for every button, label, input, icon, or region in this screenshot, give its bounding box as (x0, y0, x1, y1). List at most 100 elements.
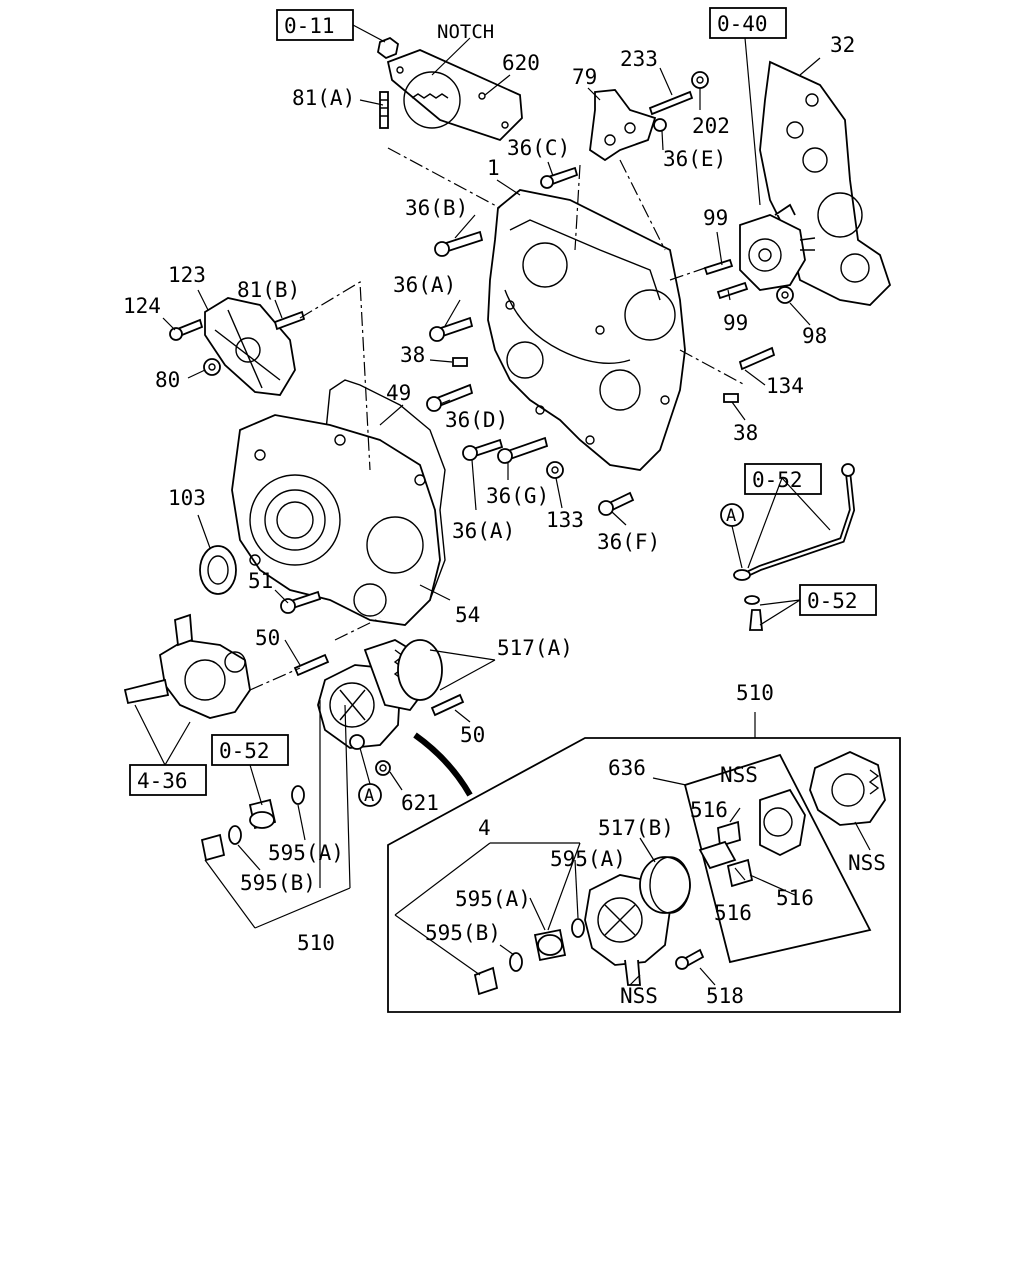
label-50-left: 50 (255, 626, 280, 650)
ref-label: 0-52 (219, 739, 270, 763)
label-202: 202 (692, 114, 730, 138)
label-98: 98 (802, 324, 827, 348)
inset-bolt-518 (675, 948, 705, 970)
ref-label: 0-40 (717, 12, 768, 36)
bracket-79 (589, 89, 657, 162)
nut-202 (691, 71, 709, 89)
bolt-124 (169, 318, 204, 341)
ref-box-0-40[interactable]: 0-40 (709, 7, 787, 39)
inset-frame-510 (387, 737, 901, 1013)
label-38-right: 38 (733, 421, 758, 445)
label-1: 1 (487, 156, 500, 180)
marker-label: A (364, 786, 374, 806)
bolt-36f (598, 491, 635, 516)
vacuum-pump-510 (317, 639, 443, 750)
label-79: 79 (572, 65, 597, 89)
label-516-a: 516 (690, 798, 728, 822)
label-123: 123 (168, 263, 206, 287)
label-4: 4 (478, 816, 491, 840)
inset-oring-517b (649, 856, 691, 914)
label-36g: 36(G) (486, 484, 549, 508)
ref-label: 4-36 (137, 769, 188, 793)
ref-box-0-52-bolt[interactable]: 0-52 (799, 584, 877, 616)
nut-80 (203, 358, 221, 376)
label-49: 49 (386, 381, 411, 405)
bolt-621 (375, 760, 391, 776)
label-36f: 36(F) (597, 530, 660, 554)
label-233: 233 (620, 47, 658, 71)
nut-133 (546, 461, 564, 479)
stud-81b (273, 310, 306, 331)
bolt-36e (653, 118, 667, 132)
label-636: 636 (608, 756, 646, 780)
label-516-c: 516 (714, 901, 752, 925)
inset-vane-516-c (726, 858, 754, 888)
label-32: 32 (830, 33, 855, 57)
washer-595a-left (291, 785, 305, 805)
circle-marker-a-left: A (358, 783, 382, 807)
alignment-lines (249, 147, 746, 691)
pin-38-right (723, 393, 739, 403)
inset-washer-595a (571, 918, 585, 938)
label-80: 80 (155, 368, 180, 392)
circle-marker-a-right: A (720, 503, 744, 527)
stud-50-right (430, 693, 465, 717)
label-133: 133 (546, 508, 584, 532)
front-housing-54 (231, 414, 441, 626)
hose (413, 732, 473, 797)
label-510-left: 510 (297, 931, 335, 955)
inset-fitting (533, 928, 567, 962)
nut-98 (776, 286, 794, 304)
label-124: 124 (123, 294, 161, 318)
bolt-36a-mid (462, 438, 504, 461)
washer-595b-left (228, 825, 242, 845)
timing-case-1 (487, 189, 686, 471)
ref-label: 0-52 (807, 589, 858, 613)
label-notch: NOTCH (437, 21, 494, 43)
bolt-36d (426, 383, 474, 412)
inset-rotor (759, 788, 806, 857)
ref-label: 0-52 (752, 468, 803, 492)
inset-frame-636 (683, 753, 872, 964)
marker-label: A (726, 506, 736, 526)
oil-seal-103 (199, 545, 237, 595)
label-36c: 36(C) (507, 136, 570, 160)
label-81b: 81(B) (237, 278, 300, 302)
stud-134 (738, 346, 776, 371)
label-517a: 517(A) (497, 636, 573, 660)
label-36b: 36(B) (405, 196, 468, 220)
inset-rotor-nss (809, 751, 886, 826)
label-595b-left: 595(B) (240, 871, 316, 895)
plug-left (200, 833, 226, 862)
pipe-0-52 (733, 463, 856, 581)
label-518: 518 (706, 984, 744, 1008)
label-81a: 81(A) (292, 86, 355, 110)
label-517b: 517(B) (598, 816, 674, 840)
label-nss-bottom: NSS (620, 984, 658, 1008)
label-595a-inset: 595(A) (550, 847, 626, 871)
label-36a-mid: 36(A) (452, 519, 515, 543)
ref-box-0-11[interactable]: 0-11 (276, 9, 354, 41)
inset-vane-516-a (717, 820, 741, 848)
bolt-36g (497, 436, 549, 464)
vacuum-pump-left (123, 613, 251, 719)
ref-box-4-36[interactable]: 4-36 (129, 764, 207, 796)
cover-123 (204, 297, 296, 396)
label-50-right: 50 (460, 723, 485, 747)
fuel-pump-assembly (739, 203, 816, 291)
bolt-36b (434, 230, 484, 257)
label-595a-inset-2: 595(A) (455, 887, 531, 911)
label-51: 51 (248, 569, 273, 593)
label-103: 103 (168, 486, 206, 510)
inset-pump-body (584, 856, 691, 986)
bolt-36c (540, 166, 579, 189)
inset-washer-595b (509, 952, 523, 972)
stud-99-upper (703, 258, 734, 276)
stud-81a (379, 91, 389, 129)
ref-box-0-52-fitting[interactable]: 0-52 (211, 734, 289, 766)
label-516-b: 516 (776, 886, 814, 910)
label-99-upper: 99 (703, 206, 728, 230)
label-99-lower: 99 (723, 311, 748, 335)
label-595b-inset: 595(B) (425, 921, 501, 945)
